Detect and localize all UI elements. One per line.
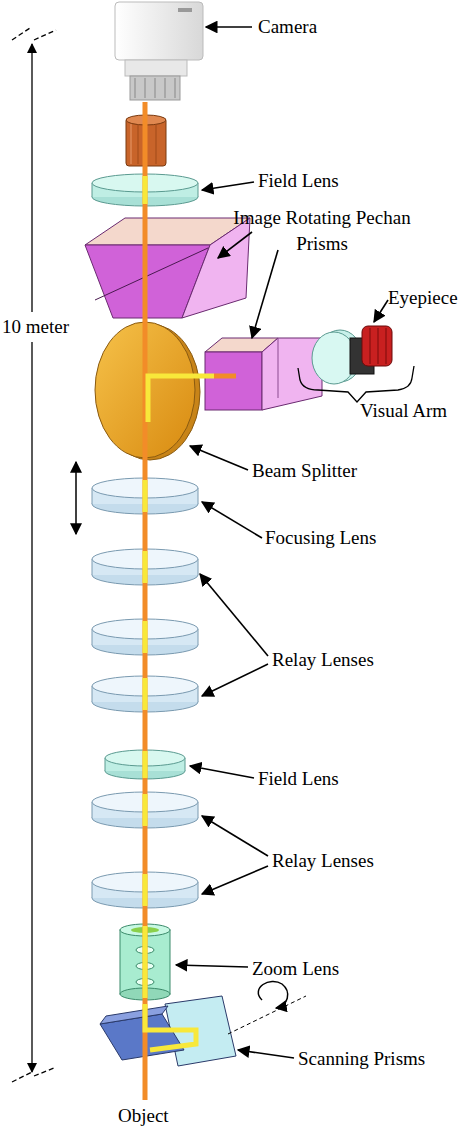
part-label: 10 meter	[2, 314, 69, 340]
part-label: Zoom Lens	[252, 956, 339, 982]
pechan-prism-symbol	[85, 218, 250, 318]
relay-lens-symbol	[92, 619, 198, 655]
part-label: Relay Lenses	[272, 848, 374, 874]
part-label: Scanning Prisms	[298, 1046, 425, 1072]
visual-arm-bracket	[298, 366, 414, 402]
part-label: Field Lens	[258, 168, 339, 194]
part-label: Field Lens	[258, 766, 339, 792]
part-label: Beam Splitter	[252, 458, 357, 484]
relay-lens-symbol	[92, 676, 198, 712]
relay-lens-symbol	[92, 549, 198, 585]
field-lens-symbol	[92, 174, 198, 206]
relay-lens-symbol	[92, 872, 198, 908]
part-label: Relay Lenses	[272, 647, 374, 673]
part-label: Image Rotating Pechan Prisms	[222, 205, 422, 257]
leader-arrows	[176, 27, 388, 1058]
rotation-arrow	[258, 981, 287, 1008]
dimension-line	[12, 28, 56, 1082]
part-label: Eyepiece	[388, 285, 458, 311]
part-label: Visual Arm	[360, 398, 447, 424]
part-label: Camera	[258, 14, 317, 40]
focusing-lens-symbol	[92, 478, 198, 514]
part-label: Object	[118, 1103, 169, 1129]
part-label: Focusing Lens	[265, 525, 376, 551]
camera-symbol	[115, 2, 203, 166]
relay-lens-symbol	[92, 792, 198, 828]
rotation-axis	[228, 996, 306, 1034]
zoom-lens-symbol	[120, 924, 170, 1000]
scanning-prism-symbol	[100, 996, 236, 1066]
field-lens-symbol	[105, 750, 185, 779]
focus-travel-arrow	[75, 462, 77, 534]
